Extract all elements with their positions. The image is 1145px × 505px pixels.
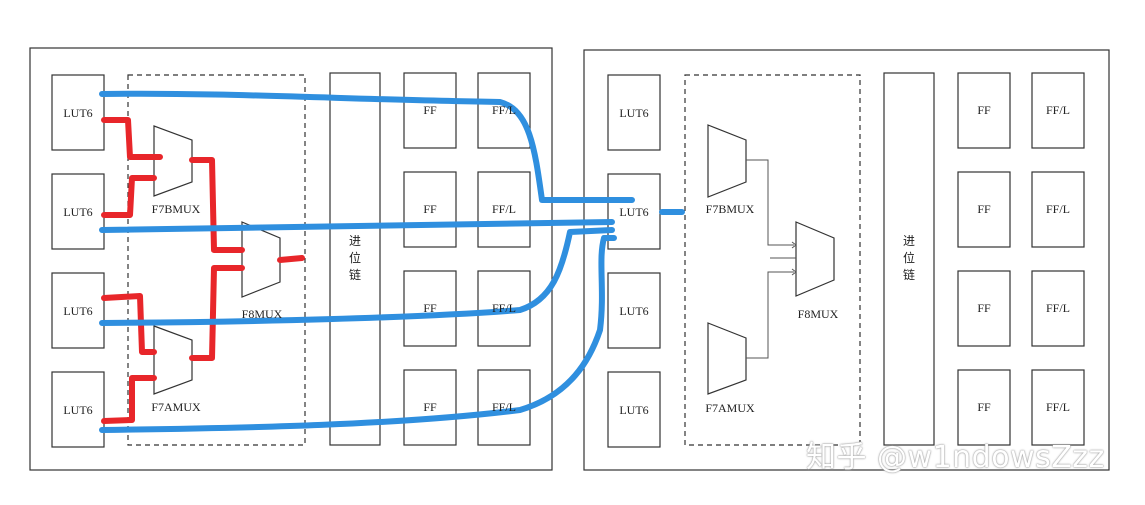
ff-right-3b xyxy=(1031,270,1085,347)
carry-chain-left-char-2: 位 xyxy=(349,250,361,265)
slice-right-mux-region xyxy=(684,74,861,446)
ff-right-2b-label: FF/L xyxy=(1046,202,1070,216)
slice-right xyxy=(583,49,1110,471)
carry-chain-left-char-1: 进 xyxy=(349,234,361,248)
lut-left-1-label: LUT6 xyxy=(63,106,92,120)
lut-right-1-label: LUT6 xyxy=(619,106,648,120)
mux-left-f7b xyxy=(153,125,193,197)
ff-right-4b-label: FF/L xyxy=(1046,400,1070,414)
ff-right-4b xyxy=(1031,369,1085,446)
ff-left-2a-label: FF xyxy=(423,202,437,216)
ff-right-1a xyxy=(957,72,1011,149)
ff-left-1b xyxy=(477,72,531,149)
red-routes xyxy=(101,117,305,424)
ff-right-3b-label: FF/L xyxy=(1046,301,1070,315)
mux-right-f7a-label: F7AMUX xyxy=(705,401,755,415)
mux-left-f7a-label: F7AMUX xyxy=(151,400,201,414)
carry-chain-left xyxy=(329,72,381,446)
ff-right-4a xyxy=(957,369,1011,446)
mux-right-f7b-label: F7BMUX xyxy=(706,202,755,216)
mux-right-f8-label: F8MUX xyxy=(798,307,839,321)
ff-left-4a-label: FF xyxy=(423,400,437,414)
lut-left-2 xyxy=(51,173,105,250)
carry-chain-right xyxy=(883,72,935,446)
ff-right-3a xyxy=(957,270,1011,347)
ff-left-2b-label: FF/L xyxy=(492,202,516,216)
lut-right-4 xyxy=(607,371,661,448)
ff-left-3a xyxy=(403,270,457,347)
slice-right-border xyxy=(583,49,1110,471)
mux-right-f7a xyxy=(707,322,747,395)
ff-right-1b-label: FF/L xyxy=(1046,103,1070,117)
ff-right-2b xyxy=(1031,171,1085,248)
ff-right-1b xyxy=(1031,72,1085,149)
lut-left-4 xyxy=(51,371,105,448)
lut-left-4-label: LUT6 xyxy=(63,403,92,417)
slice-left-mux-region xyxy=(127,74,306,446)
ff-right-4a-label: FF xyxy=(977,400,991,414)
ff-left-2b xyxy=(477,171,531,248)
ff-left-3b-label: FF/L xyxy=(492,301,516,315)
ff-left-4b-label: FF/L xyxy=(492,400,516,414)
mux-left-f7a xyxy=(153,325,193,395)
slice-left-border xyxy=(29,47,553,471)
carry-chain-right-char-2: 位 xyxy=(903,250,915,265)
lut-left-2-label: LUT6 xyxy=(63,205,92,219)
lut-right-3-label: LUT6 xyxy=(619,304,648,318)
lut-left-3-label: LUT6 xyxy=(63,304,92,318)
lut-right-3 xyxy=(607,272,661,349)
watermark: 知乎 @w1ndowsZzz xyxy=(806,440,1105,475)
lut-right-1 xyxy=(607,74,661,151)
lut-left-3 xyxy=(51,272,105,349)
ff-left-3a-label: FF xyxy=(423,301,437,315)
ff-left-1a xyxy=(403,72,457,149)
ff-right-3a-label: FF xyxy=(977,301,991,315)
carry-chain-right-char-1: 进 xyxy=(903,234,915,248)
carry-chain-left-char-3: 链 xyxy=(349,267,361,282)
lut-left-1 xyxy=(51,74,105,151)
blue-routes xyxy=(99,90,685,433)
carry-chain-right-char-3: 链 xyxy=(903,267,915,282)
mux-right-f7b xyxy=(707,124,747,198)
mux-wiring-right xyxy=(746,159,797,359)
mux-left-f7b-label: F7BMUX xyxy=(152,202,201,216)
lut-right-2-label: LUT6 xyxy=(619,205,648,219)
slice-left xyxy=(29,47,553,471)
ff-left-1a-label: FF xyxy=(423,103,437,117)
lut-right-4-label: LUT6 xyxy=(619,403,648,417)
ff-left-1b-label: FF/L xyxy=(492,103,516,117)
mux-left-f8-label: F8MUX xyxy=(242,307,283,321)
ff-left-2a xyxy=(403,171,457,248)
ff-right-2a xyxy=(957,171,1011,248)
mux-right-f8 xyxy=(795,221,835,297)
mux-left-f8 xyxy=(241,221,281,298)
ff-right-2a-label: FF xyxy=(977,202,991,216)
ff-left-4a xyxy=(403,369,457,446)
ff-right-1a-label: FF xyxy=(977,103,991,117)
